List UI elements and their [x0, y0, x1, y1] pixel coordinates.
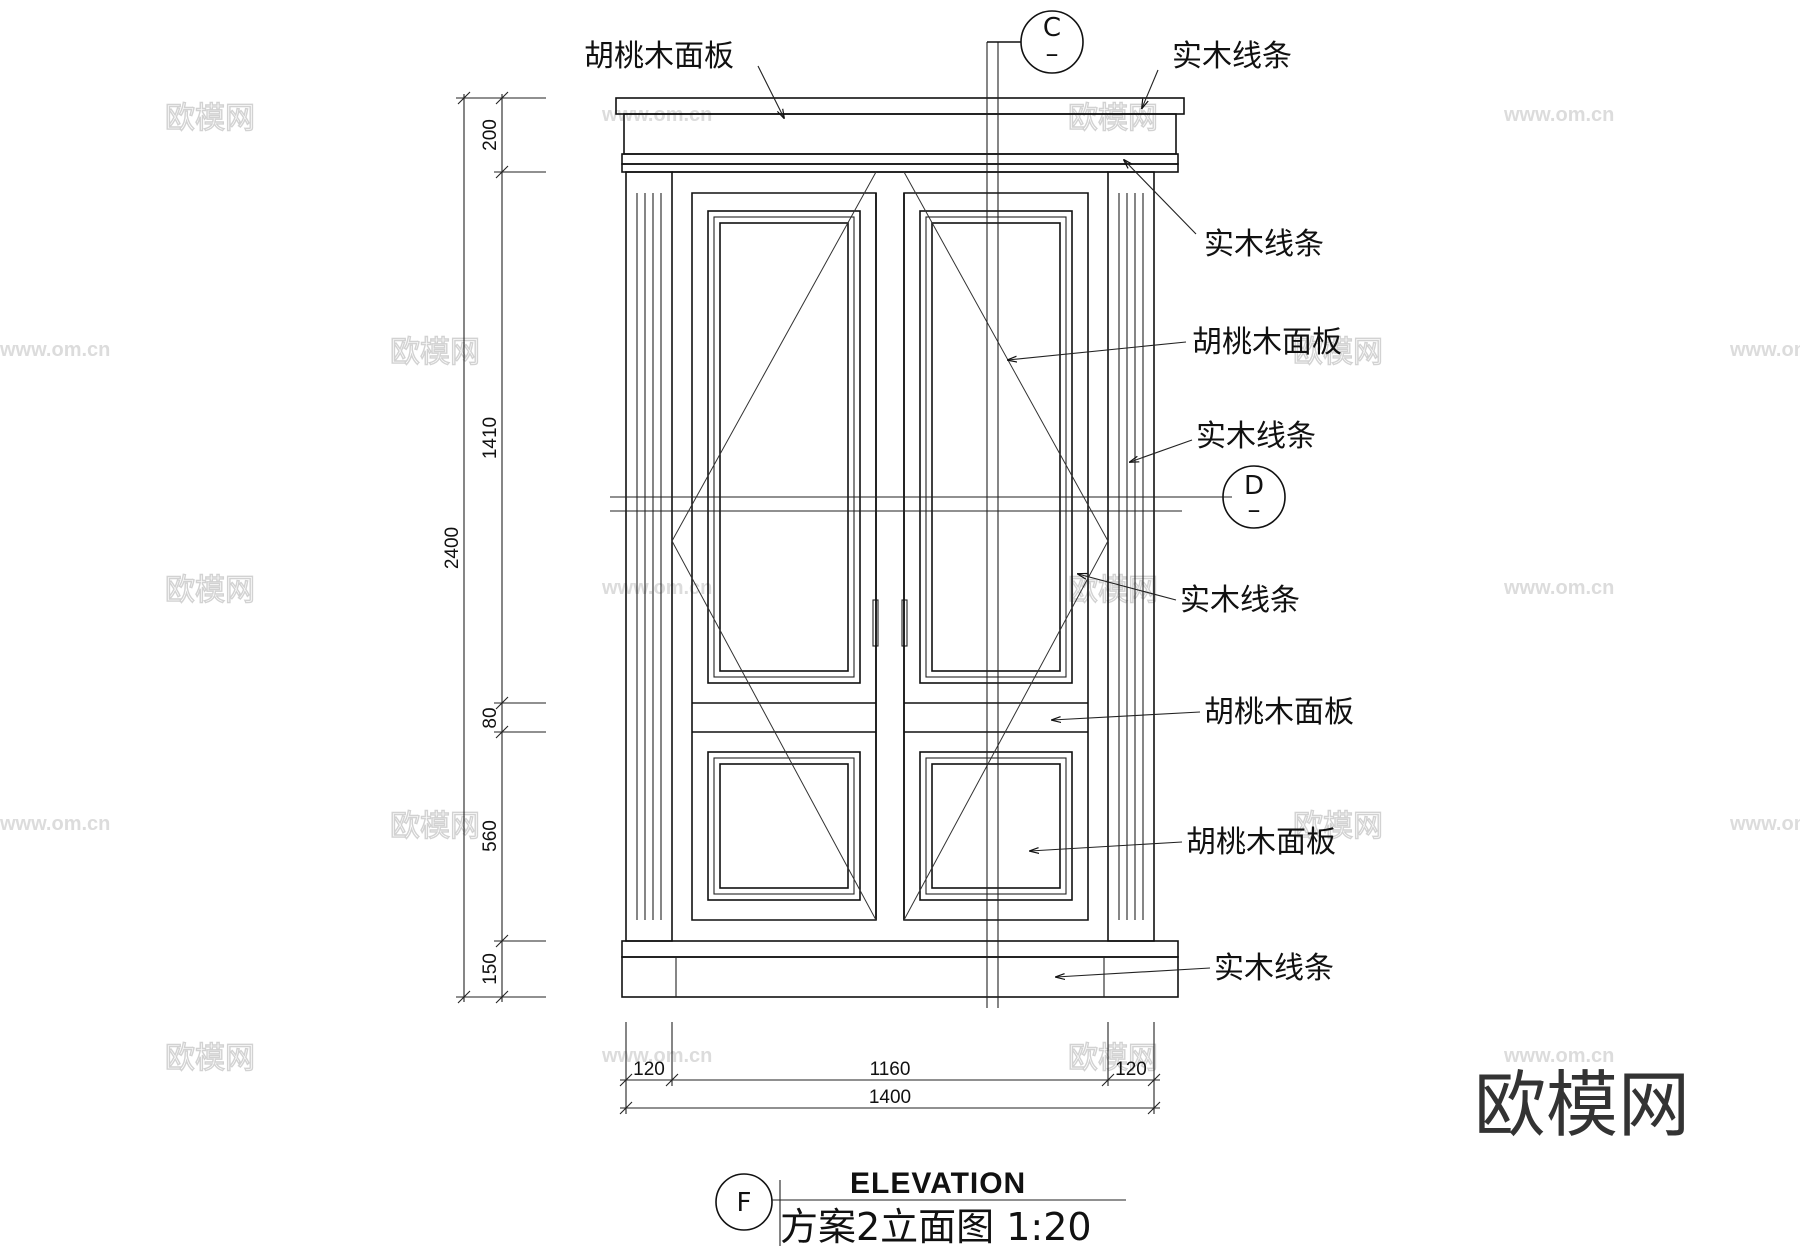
watermark-logo: 欧模网 [165, 573, 255, 608]
callout-label-1: 胡桃木面板 [584, 39, 734, 74]
section-c-sub: – [1046, 39, 1059, 69]
watermark-logo: 欧模网 [1068, 1041, 1158, 1076]
plinth [621, 956, 1179, 998]
watermark-url: www.om.cn [0, 339, 110, 361]
callout-label-3: 实木线条 [1204, 227, 1324, 262]
section-marker-d: D – [1222, 465, 1286, 529]
dim-right-width: 120 [1115, 1059, 1147, 1080]
cornice-molding-lower [621, 163, 1179, 173]
watermark-logo: 欧模网 [165, 1041, 255, 1076]
section-c-letter: C [1043, 13, 1061, 43]
watermark-url: www.om.cn [1503, 577, 1614, 599]
callout-label-9: 实木线条 [1214, 951, 1334, 986]
watermark-url: www.om.cn [1729, 813, 1800, 835]
vertical-dimensions [456, 91, 546, 1004]
watermark-url: www.om.cn [601, 104, 712, 126]
callout-label-5: 实木线条 [1196, 419, 1316, 454]
watermark-url: www.om.cn [1503, 104, 1614, 126]
dim-middle-width: 1160 [870, 1059, 911, 1080]
dim-seg-4: 560 [480, 820, 501, 852]
watermark-url: www.om.cn [601, 577, 712, 599]
callout-label-4: 胡桃木面板 [1192, 325, 1342, 360]
callout-label-6: 实木线条 [1180, 583, 1300, 618]
left-door [691, 192, 879, 921]
title-block: F ELEVATION 方案2立面图 1:20 [715, 1167, 1126, 1249]
vertical-dimension-labels: 2400 200 1410 80 560 150 [442, 119, 501, 985]
watermark-url: www.om.cn [0, 813, 110, 835]
horizontal-dimension-labels: 120 1160 120 1400 [633, 1059, 1147, 1108]
right-pilaster [1107, 171, 1155, 942]
callout-label-2: 实木线条 [1172, 39, 1292, 74]
watermark-url: www.om.cn [1503, 1045, 1614, 1067]
section-marker-c: C – [987, 10, 1084, 74]
dim-total-width: 1400 [869, 1087, 911, 1108]
watermark-logo: 欧模网 [390, 809, 480, 844]
watermark-logo: 欧模网 [1068, 101, 1158, 136]
callout-leaders [757, 65, 1211, 977]
base-molding [621, 940, 1179, 958]
watermark-logo: 欧模网 [165, 101, 255, 136]
callout-label-8: 胡桃木面板 [1186, 825, 1336, 860]
section-d-letter: D [1244, 471, 1264, 501]
watermark-logo: 欧模网 [390, 335, 480, 370]
callout-label-7: 胡桃木面板 [1204, 695, 1354, 730]
dim-seg-2: 1410 [480, 417, 501, 459]
wardrobe-elevation [610, 42, 1232, 1008]
left-pilaster-flutes [636, 193, 662, 920]
right-door [901, 192, 1089, 921]
dim-total-height: 2400 [442, 527, 463, 569]
watermark-url: www.om.cn [1729, 339, 1800, 361]
door-swing-lines [671, 171, 1109, 921]
dim-seg-1: 200 [480, 119, 501, 151]
watermark-logo: 欧模网 [1293, 809, 1383, 844]
dim-left-width: 120 [633, 1059, 665, 1080]
horizontal-dimensions [619, 1022, 1161, 1115]
title-chinese: 方案2立面图 1:20 [780, 1205, 1092, 1249]
cornice-molding [621, 153, 1179, 165]
watermark-layer: 欧模网欧模网欧模网欧模网欧模网欧模网欧模网欧模网欧模网欧模网www.om.cnw… [0, 100, 1800, 1076]
watermark-url: www.om.cn [601, 1045, 712, 1067]
section-d-sub: – [1248, 495, 1261, 525]
watermark-logo: 欧模网 [1293, 335, 1383, 370]
title-marker: F [737, 1188, 752, 1218]
title-english: ELEVATION [850, 1167, 1026, 1200]
callout-labels: 胡桃木面板 实木线条 实木线条 胡桃木面板 实木线条 实木线条 胡桃木面板 胡桃… [584, 39, 1354, 986]
brand-logo: 欧模网 [1474, 1063, 1690, 1147]
right-pilaster-flutes [1118, 193, 1144, 920]
dim-seg-3: 80 [480, 707, 501, 728]
left-pilaster [625, 171, 673, 942]
dim-seg-5: 150 [480, 953, 501, 985]
